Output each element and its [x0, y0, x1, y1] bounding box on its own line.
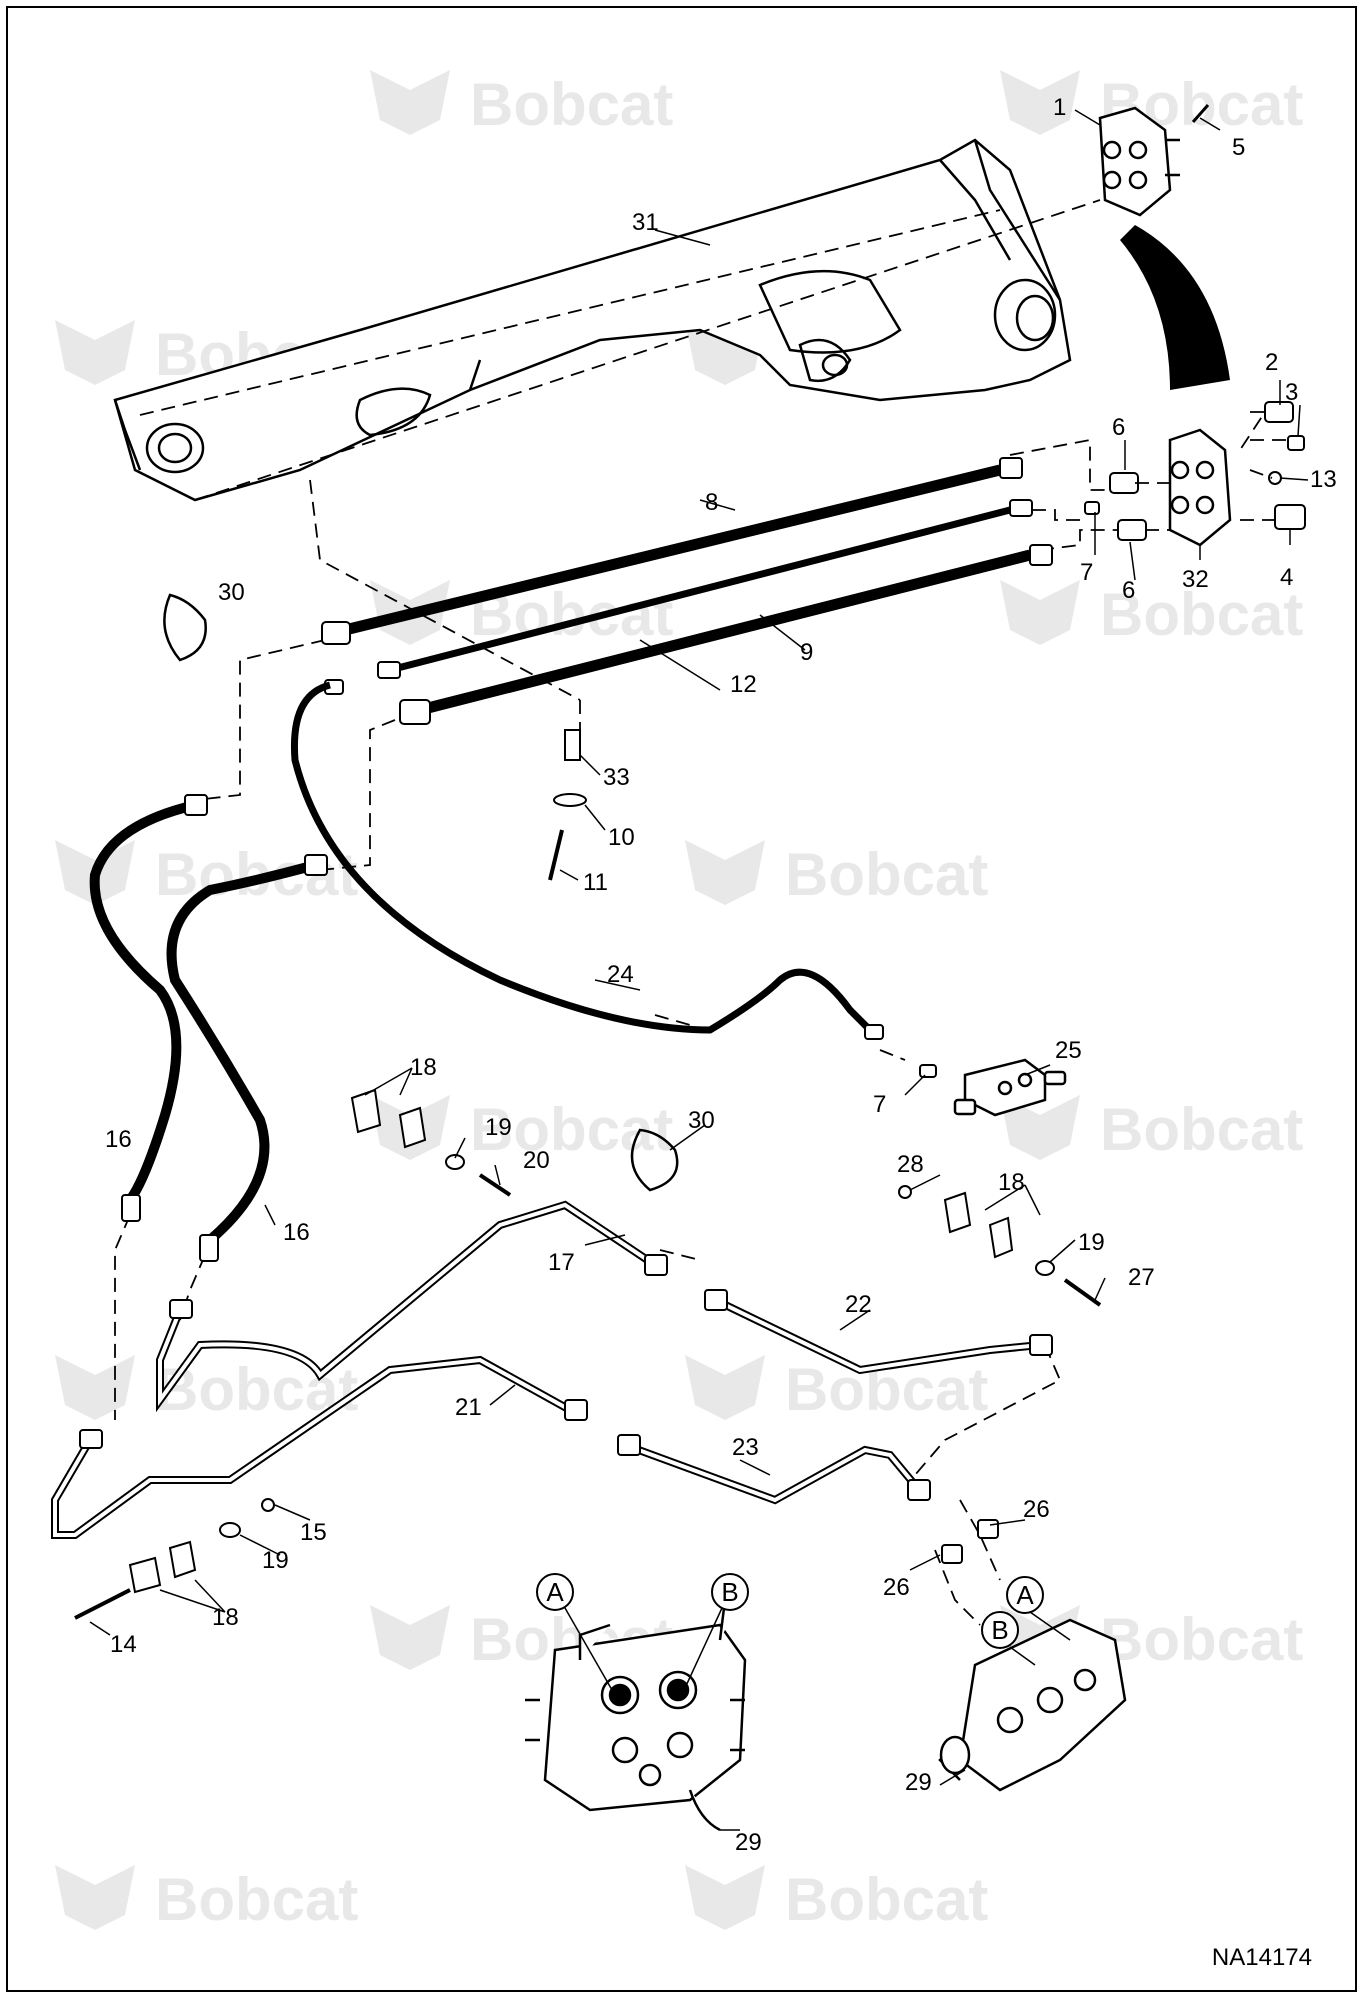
callout-label: 6	[1112, 414, 1125, 441]
watermark-text: Bobcat	[1100, 1096, 1303, 1163]
callout-label: 18	[410, 1054, 437, 1081]
callout-label: 31	[632, 209, 659, 236]
watermark-text: Bobcat	[155, 1866, 358, 1933]
callout-label: 1	[1053, 94, 1066, 121]
callout-label: 19	[1078, 1229, 1105, 1256]
callout-label: 2	[1265, 349, 1278, 376]
control-valve-right	[938, 1618, 1127, 1792]
watermark-text: Bobcat	[470, 71, 673, 138]
callout-label: 14	[110, 1631, 137, 1658]
tee-block-25	[953, 1058, 1067, 1117]
callout-label: 8	[705, 489, 718, 516]
callout-label: 19	[262, 1547, 289, 1574]
callout-label: 13	[1310, 466, 1337, 493]
callout-label: 33	[603, 764, 630, 791]
callout-label: 7	[873, 1091, 886, 1118]
callout-label: 29	[735, 1829, 762, 1856]
view-arrow	[1120, 225, 1230, 390]
callout-label: 18	[212, 1604, 239, 1631]
callout-label: 12	[730, 671, 757, 698]
callout-label: 32	[1182, 566, 1209, 593]
callout-numbers: 1 2 3 4 5 6 6 7 7 8 9 10 11 12 13 14 15 …	[105, 94, 1337, 1856]
hose-24	[290, 681, 873, 1034]
callout-label: 19	[485, 1114, 512, 1141]
watermark-text: Bobcat	[1100, 581, 1303, 648]
callout-label: 20	[523, 1147, 550, 1174]
diagram-border	[6, 6, 1357, 1992]
callout-label: 21	[455, 1394, 482, 1421]
callout-label: 4	[1280, 564, 1293, 591]
port-labels: A B A B	[536, 1573, 1071, 1691]
callout-label: 26	[883, 1574, 910, 1601]
coupler-block-top	[1098, 106, 1180, 217]
drawing-number: NA14174	[1212, 1944, 1312, 1971]
watermark-text: Bobcat	[1100, 1606, 1303, 1673]
callout-label: 5	[1232, 134, 1245, 161]
lift-arm	[113, 138, 1072, 502]
hose-24-fittings	[864, 1024, 937, 1078]
callout-label: 17	[548, 1249, 575, 1276]
watermark-text: Bobcat	[155, 841, 358, 908]
callout-label: 29	[905, 1769, 932, 1796]
tube-nuts	[79, 1254, 1053, 1564]
callout-leaders	[89, 109, 1309, 1831]
steel-tubes-inner	[53, 1202, 1041, 1537]
watermark-text: Bobcat	[785, 841, 988, 908]
callout-label: 30	[688, 1107, 715, 1134]
callout-label: 6	[1122, 577, 1135, 604]
coupler-block-lower	[1168, 428, 1232, 547]
callout-label: 23	[732, 1434, 759, 1461]
callout-label: 16	[105, 1126, 132, 1153]
callout-label: 18	[998, 1169, 1025, 1196]
clamp-hardware	[74, 729, 1102, 1620]
callout-label: 11	[583, 869, 608, 896]
callout-label: 9	[800, 639, 813, 666]
callout-label: 16	[283, 1219, 310, 1246]
watermark-text: Bobcat	[785, 1866, 988, 1933]
hoses-16-fittings	[121, 794, 328, 1262]
dashed-leaders	[114, 199, 1288, 1626]
port-label-a: A	[1016, 1580, 1034, 1610]
cable-ties	[163, 593, 679, 1192]
port-label-b: B	[991, 1615, 1008, 1645]
hoses-upper	[343, 464, 1032, 716]
port-label-b: B	[721, 1577, 738, 1607]
callout-label: 7	[1080, 559, 1093, 586]
callout-label: 15	[300, 1519, 327, 1546]
callout-label: 22	[845, 1291, 872, 1318]
port-label-a: A	[546, 1577, 564, 1607]
callout-label: 24	[607, 961, 634, 988]
hose-fittings-upper	[321, 457, 1053, 725]
callout-label: 25	[1055, 1037, 1082, 1064]
callout-label: 3	[1285, 379, 1298, 406]
callout-label: 27	[1128, 1264, 1155, 1291]
fittings-cluster	[1084, 104, 1306, 541]
hoses-16	[89, 800, 317, 1244]
callout-label: 10	[608, 824, 635, 851]
callout-label: 28	[897, 1151, 924, 1178]
callout-label: 30	[218, 579, 245, 606]
callout-label: 26	[1023, 1496, 1050, 1523]
